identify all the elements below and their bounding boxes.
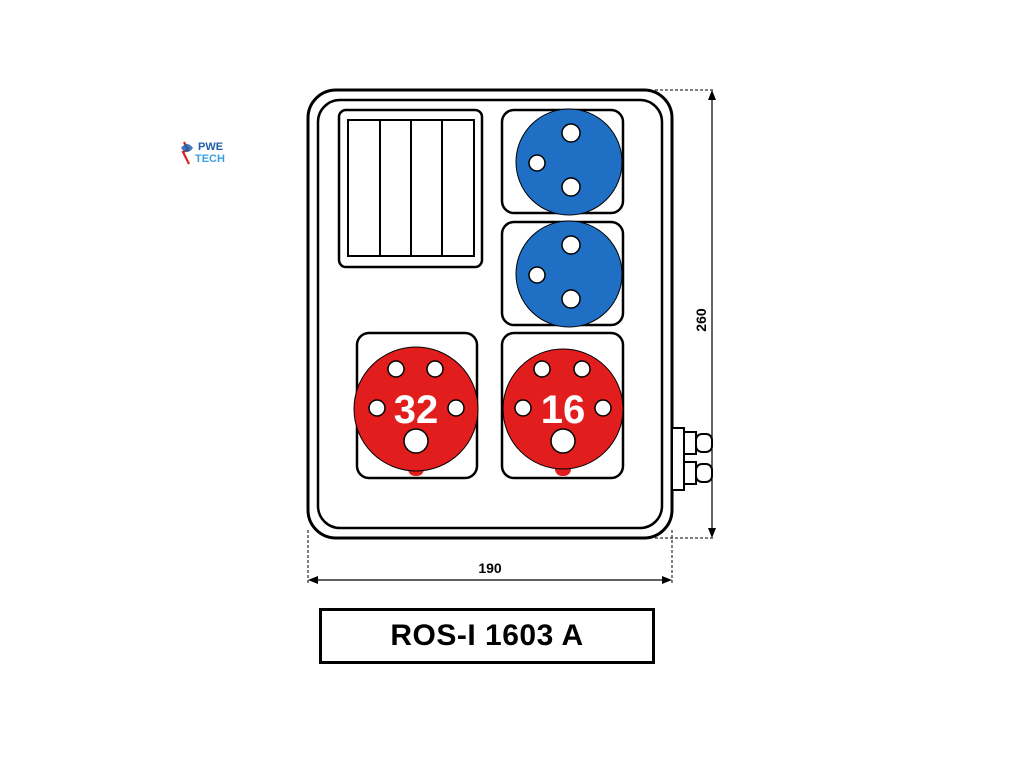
logo-line1: PWE — [198, 141, 223, 153]
socket-pin — [514, 399, 532, 417]
red-socket-32: 32 — [353, 331, 479, 480]
socket-rating-32: 32 — [394, 388, 439, 432]
socket-rating-16: 16 — [541, 388, 586, 432]
breaker-panel — [337, 108, 484, 269]
socket-pin — [561, 289, 581, 309]
arrow-down-icon — [708, 528, 716, 538]
model-label: ROS-I 1603 A — [390, 619, 584, 652]
logo-drop-icon — [181, 144, 193, 152]
blue-socket-top — [500, 108, 625, 216]
width-label: 190 — [478, 560, 502, 576]
model-label-box: ROS-I 1603 A — [319, 608, 655, 664]
height-label: 260 — [693, 308, 709, 332]
width-dimension: 190 — [307, 530, 673, 584]
socket-pin — [561, 123, 581, 143]
cable-glands — [671, 427, 713, 491]
socket-pin — [426, 360, 444, 378]
height-dimension: 260 — [655, 89, 716, 539]
red-socket-16: 16 — [500, 331, 625, 480]
logo-line2: TECH — [195, 153, 225, 165]
socket-pin — [403, 428, 429, 454]
socket-pin — [533, 360, 551, 378]
socket-pin — [573, 360, 591, 378]
socket-pin — [561, 177, 581, 197]
arrow-up-icon — [708, 90, 716, 100]
socket-pin — [550, 428, 576, 454]
socket-pin — [368, 399, 386, 417]
socket-pin — [594, 399, 612, 417]
socket-pin — [528, 154, 546, 172]
socket-pin — [528, 266, 546, 284]
blue-socket-bottom — [500, 220, 625, 328]
arrow-right-icon — [662, 576, 672, 584]
socket-pin — [447, 399, 465, 417]
socket-pin — [561, 235, 581, 255]
socket-pin — [387, 360, 405, 378]
arrow-left-icon — [308, 576, 318, 584]
pwe-tech-logo: PWE TECH — [178, 138, 234, 168]
